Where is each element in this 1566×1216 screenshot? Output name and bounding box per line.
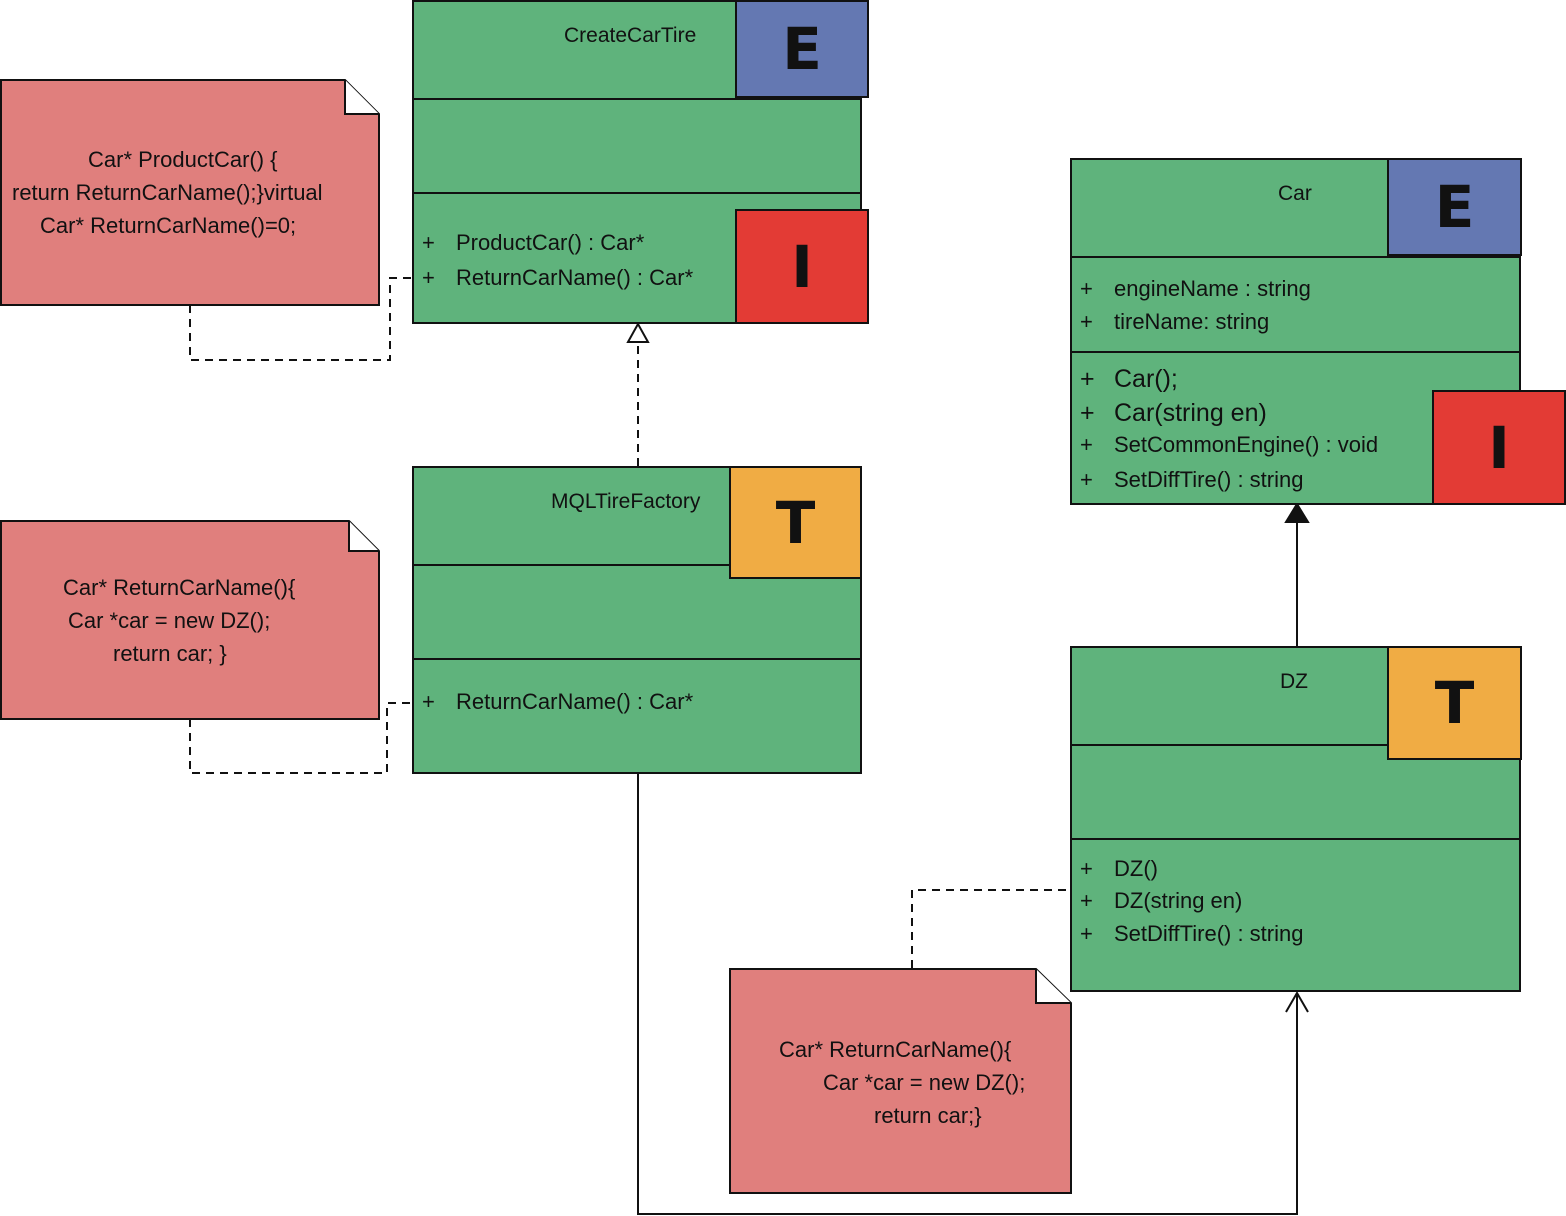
note-link-create-car-tire — [189, 277, 412, 361]
operation-car-constructor: +Car(); — [1080, 365, 1178, 393]
attribute-engine-name: +engineName : string — [1080, 276, 1311, 301]
note-text: Car* ProductCar() { return ReturnCarName… — [0, 143, 380, 242]
operation-car-constructor-string: +Car(string en) — [1080, 399, 1267, 427]
class-name-dz: DZ — [1280, 670, 1308, 693]
template-badge-mql-tire-factory: T — [729, 466, 862, 579]
note-line: return ReturnCarName();}virtual — [12, 180, 323, 205]
note-line: Car* ReturnCarName(){ — [63, 575, 296, 600]
note-line: return car;} — [874, 1103, 982, 1128]
class-name-car: Car — [1278, 182, 1312, 205]
note-link-mql-tire-factory — [189, 702, 412, 774]
class-name-mql-tire-factory: MQLTireFactory — [551, 490, 701, 513]
operation-set-common-engine: +SetCommonEngine() : void — [1080, 432, 1379, 457]
operations-compartment — [1072, 838, 1519, 840]
note-shape — [0, 79, 380, 306]
attributes-compartment — [1072, 256, 1519, 258]
realization-arrowhead — [626, 321, 650, 343]
note-create-car-tire[interactable]: Car* ProductCar() { return ReturnCarName… — [0, 79, 380, 306]
class-name-create-car-tire: CreateCarTire — [564, 24, 697, 47]
note-text: Car* ReturnCarName(){ Car *car = new DZ(… — [0, 571, 380, 670]
class-mql-tire-factory[interactable]: MQLTireFactory +ReturnCarName() : Car* — [412, 466, 862, 774]
note-link-dz — [911, 889, 1071, 968]
attribute-tire-name: +tireName: string — [1080, 309, 1270, 334]
dependency-line — [637, 773, 1298, 1215]
operation-dz-constructor: +DZ() — [1080, 856, 1158, 881]
note-shape — [729, 968, 1072, 1194]
operation-set-diff-tire: +SetDiffTire() : string — [1080, 921, 1304, 946]
template-badge-dz: T — [1387, 646, 1522, 760]
note-line: Car* ReturnCarName(){ — [779, 1037, 1012, 1062]
note-mql-tire-factory[interactable]: Car* ReturnCarName(){ Car *car = new DZ(… — [0, 520, 380, 720]
operation-product-car: +ProductCar() : Car* — [422, 230, 645, 255]
interface-badge-create-car-tire: I — [735, 209, 869, 324]
operations-compartment — [414, 192, 860, 194]
operation-return-car-name: +ReturnCarName() : Car* — [422, 265, 694, 290]
interface-badge-car: I — [1432, 390, 1566, 505]
note-dz[interactable]: Car* ReturnCarName(){ Car *car = new DZ(… — [729, 968, 1072, 1194]
operations-compartment — [414, 658, 860, 660]
note-line: Car* ProductCar() { — [88, 147, 278, 172]
note-line: Car *car = new DZ(); — [823, 1070, 1026, 1095]
operation-return-car-name: +ReturnCarName() : Car* — [422, 689, 694, 714]
operation-dz-constructor-string: +DZ(string en) — [1080, 888, 1243, 913]
operations-compartment — [1072, 351, 1519, 353]
note-line: return car; } — [113, 641, 227, 666]
note-shape — [0, 520, 380, 720]
attributes-compartment — [414, 98, 860, 100]
note-text: Car* ReturnCarName(){ Car *car = new DZ(… — [729, 1033, 1072, 1132]
entity-badge-create-car-tire: E — [735, 0, 869, 98]
note-line: Car* ReturnCarName()=0; — [40, 213, 297, 238]
dependency-arrowhead — [1285, 991, 1309, 1013]
note-line: Car *car = new DZ(); — [68, 608, 271, 633]
operation-set-diff-tire: +SetDiffTire() : string — [1080, 467, 1304, 492]
entity-badge-car: E — [1387, 158, 1522, 256]
attributes-compartment — [1072, 744, 1519, 746]
generalization-arrowhead — [1284, 502, 1310, 523]
attributes-compartment — [414, 564, 860, 566]
